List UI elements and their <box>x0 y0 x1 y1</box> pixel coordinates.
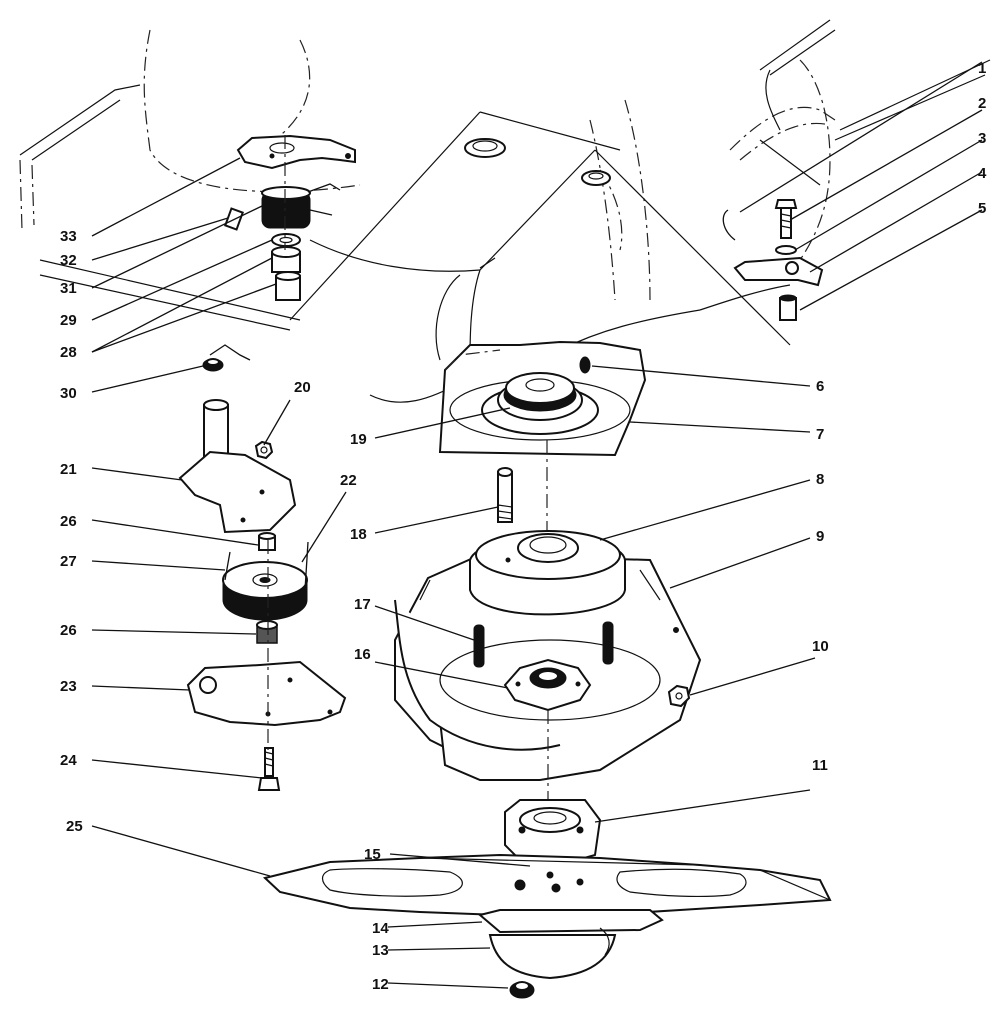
label-20: 20 <box>294 379 311 396</box>
retaining-ring-1 <box>722 209 736 241</box>
label-11: 11 <box>812 757 828 774</box>
stiffener-14 <box>477 909 664 934</box>
bearing-16 <box>503 658 592 712</box>
bolt-24 <box>257 747 281 791</box>
label-9: 9 <box>816 528 824 545</box>
label-29: 29 <box>60 312 77 329</box>
nut-12 <box>509 981 535 999</box>
washer-3 <box>775 245 797 255</box>
label-10: 10 <box>812 638 829 655</box>
label-17: 17 <box>354 596 371 613</box>
leader-lines <box>91 61 983 989</box>
label-24: 24 <box>60 752 77 769</box>
label-16: 16 <box>354 646 371 663</box>
bracket-21 <box>178 399 297 534</box>
label-4: 4 <box>978 165 987 182</box>
nut-10 <box>667 684 691 708</box>
label-31: 31 <box>60 280 77 297</box>
idler-pulley-27 <box>222 561 308 621</box>
spring-clip-30 <box>202 344 251 372</box>
label-1: 1 <box>978 60 986 77</box>
label-19: 19 <box>350 431 367 448</box>
lever-arm-33 <box>236 134 356 170</box>
blade-adapter-11 <box>504 799 602 864</box>
label-28: 28 <box>60 344 77 361</box>
label-33: 33 <box>60 228 77 245</box>
label-27: 27 <box>60 553 77 570</box>
label-5: 5 <box>978 200 986 217</box>
mount-plate-23 <box>186 660 347 727</box>
spacer-26-upper <box>258 532 276 551</box>
spindle-housing-8 <box>469 530 626 616</box>
label-23: 23 <box>60 678 77 695</box>
washer-29 <box>271 233 301 247</box>
bushing-28 <box>271 246 301 301</box>
lever-4 <box>733 256 824 287</box>
label-13: 13 <box>372 942 389 959</box>
pulley-19 <box>481 372 599 435</box>
label-32: 32 <box>60 252 77 269</box>
label-7: 7 <box>816 426 824 443</box>
label-14: 14 <box>372 920 389 937</box>
stud-18 <box>497 467 513 523</box>
nut-20 <box>254 440 274 460</box>
label-6: 6 <box>816 378 824 395</box>
label-22: 22 <box>340 472 357 489</box>
label-12: 12 <box>372 976 389 993</box>
bolt-2 <box>774 199 798 239</box>
label-2: 2 <box>978 95 986 112</box>
bushing-5 <box>779 294 797 321</box>
part-labels: 1 2 3 4 5 6 7 8 9 10 11 12 13 14 15 16 1… <box>60 60 987 993</box>
belt-guides-17 <box>473 621 614 668</box>
belt-guide-22 <box>224 541 309 591</box>
label-26-upper: 26 <box>60 513 77 530</box>
label-21: 21 <box>60 461 77 478</box>
label-25: 25 <box>66 818 83 835</box>
label-3: 3 <box>978 130 986 147</box>
label-15: 15 <box>364 846 381 863</box>
label-18: 18 <box>350 526 367 543</box>
torsion-spring-31 <box>261 183 341 229</box>
spacer-26-lower <box>256 620 278 644</box>
label-30: 30 <box>60 385 77 402</box>
blade-25 <box>262 853 832 916</box>
label-8: 8 <box>816 471 824 488</box>
label-26-lower: 26 <box>60 622 77 639</box>
cup-13 <box>488 927 617 980</box>
